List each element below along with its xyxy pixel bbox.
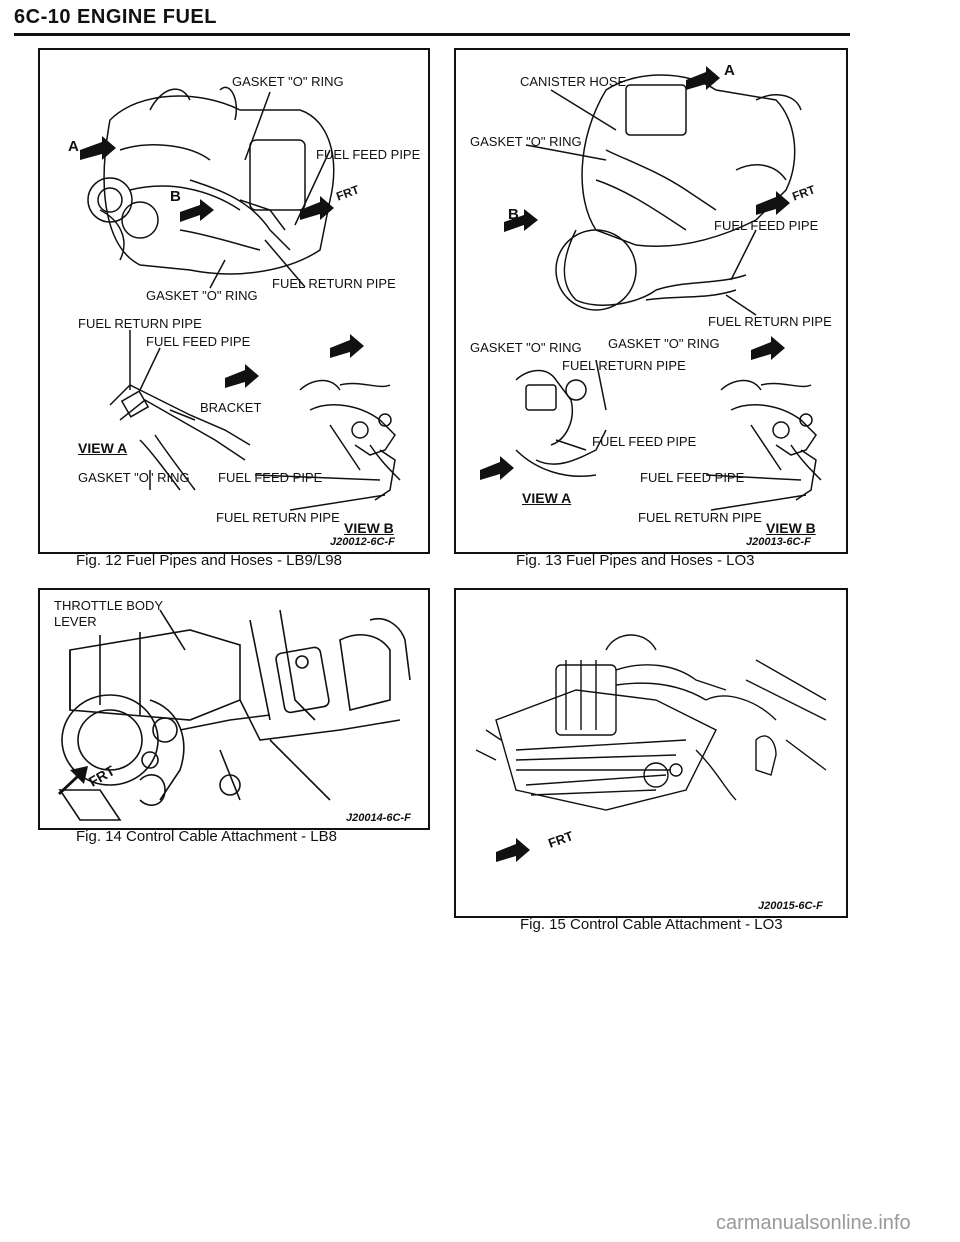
label-fuel-return-pipe-b: FUEL RETURN PIPE <box>638 510 762 525</box>
label-view-a: VIEW A <box>78 440 128 456</box>
figure-14-illustration <box>58 609 411 821</box>
label-gasket-right: GASKET "O" RING <box>608 336 720 351</box>
label-fuel-return-pipe-top: FUEL RETURN PIPE <box>708 314 832 329</box>
label-fuel-feed-pipe-a: FUEL FEED PIPE <box>146 334 251 349</box>
figure-14-frame: THROTTLE BODY LEVER FRT J20014-6C-F <box>38 588 430 830</box>
label-fuel-return-pipe-b: FUEL RETURN PIPE <box>216 510 340 525</box>
label-fuel-return-pipe-top: FUEL RETURN PIPE <box>272 276 396 291</box>
callout-b: B <box>508 206 519 223</box>
label-bracket: BRACKET <box>200 400 262 415</box>
label-fuel-feed-pipe-b: FUEL FEED PIPE <box>218 470 323 485</box>
label-view-a: VIEW A <box>522 490 572 506</box>
label-gasket-top: GASKET "O" RING <box>232 74 344 89</box>
label-fuel-feed-pipe-b: FUEL FEED PIPE <box>640 470 745 485</box>
header-rule <box>14 33 850 36</box>
label-fuel-feed-pipe-top: FUEL FEED PIPE <box>316 147 421 162</box>
label-gasket-top: GASKET "O" RING <box>470 134 582 149</box>
figure-code: J20013-6C-F <box>746 536 811 548</box>
figure-13-illustration <box>480 66 822 511</box>
figure-13-frame: CANISTER HOSE GASKET "O" RING FUEL FEED … <box>454 48 848 554</box>
label-lever: LEVER <box>54 614 97 629</box>
label-fuel-feed-pipe-a: FUEL FEED PIPE <box>592 434 697 449</box>
figure-code: J20012-6C-F <box>330 536 395 548</box>
figure-12-illustration <box>80 86 401 511</box>
page-header: 6C-10 ENGINE FUEL <box>14 6 217 28</box>
label-gasket-mid: GASKET "O" RING <box>146 288 258 303</box>
callout-a: A <box>724 62 735 79</box>
label-view-b: VIEW B <box>344 520 394 536</box>
label-throttle-body: THROTTLE BODY <box>54 598 164 613</box>
label-view-b: VIEW B <box>766 520 816 536</box>
figure-code: J20015-6C-F <box>758 900 823 912</box>
callout-a: A <box>68 138 79 155</box>
figure-15-illustration <box>475 634 827 862</box>
label-gasket-bottom: GASKET "O" RING <box>78 470 190 485</box>
figure-15-caption: Fig. 15 Control Cable Attachment - LO3 <box>520 916 783 933</box>
watermark: carmanualsonline.info <box>716 1212 911 1234</box>
label-fuel-return-pipe-a: FUEL RETURN PIPE <box>78 316 202 331</box>
figure-12-frame: GASKET "O" RING FUEL FEED PIPE FUEL RETU… <box>38 48 430 554</box>
figure-12-caption: Fig. 12 Fuel Pipes and Hoses - LB9/L98 <box>76 552 342 569</box>
label-canister-hose: CANISTER HOSE <box>520 74 627 89</box>
callout-b: B <box>170 188 181 205</box>
label-fuel-feed-pipe-top: FUEL FEED PIPE <box>714 218 819 233</box>
label-fuel-return-pipe-a: FUEL RETURN PIPE <box>562 358 686 373</box>
label-gasket-left: GASKET "O" RING <box>470 340 582 355</box>
figure-15-frame: FRT J20015-6C-F <box>454 588 848 918</box>
figure-14-caption: Fig. 14 Control Cable Attachment - LB8 <box>76 828 337 845</box>
figure-13-caption: Fig. 13 Fuel Pipes and Hoses - LO3 <box>516 552 755 569</box>
figure-code: J20014-6C-F <box>346 812 411 824</box>
